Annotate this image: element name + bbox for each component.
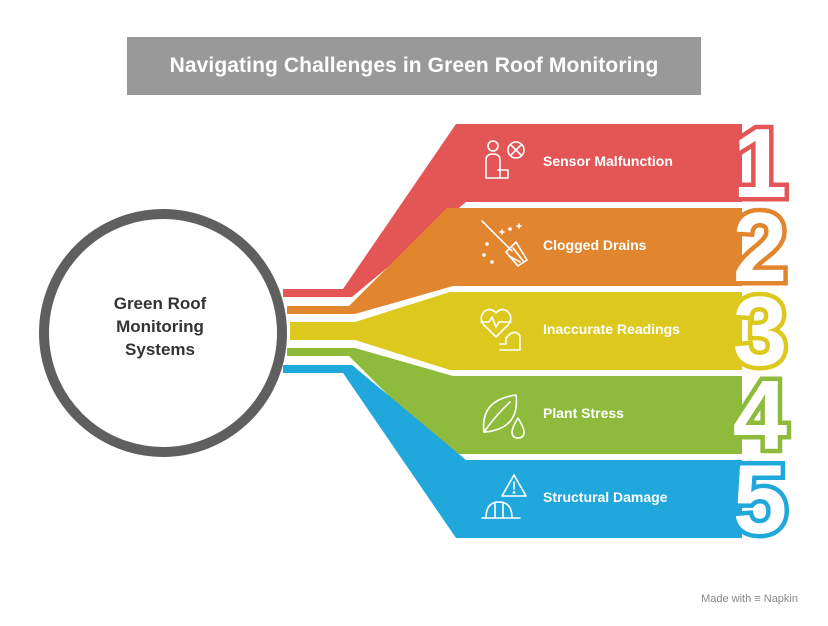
napkin-logo-icon: ≡	[754, 593, 761, 605]
heart-pulse-arm-icon	[480, 308, 521, 351]
person-sensor-x-icon	[485, 140, 525, 179]
item-label-3: Inaccurate Readings	[543, 321, 680, 337]
number-5: 5	[733, 444, 788, 554]
number-1: 1	[733, 108, 788, 218]
footer-credit: Made with ≡ Napkin	[701, 593, 798, 605]
page-title: Navigating Challenges in Green Roof Moni…	[169, 54, 659, 77]
band-3: 3	[290, 272, 792, 391]
leaf-water-drop-icon	[482, 394, 525, 439]
broom-sparkle-icon	[481, 220, 528, 267]
center-line-2: Monitoring	[116, 317, 204, 336]
center-circle	[39, 209, 287, 457]
band-1: 1	[283, 104, 792, 297]
item-label-1: Sensor Malfunction	[543, 153, 673, 169]
footer-prefix: Made with	[701, 593, 752, 605]
warning-construction-icon	[481, 474, 527, 519]
item-label-5: Structural Damage	[543, 489, 668, 505]
band-4: 4	[287, 348, 792, 475]
title-banner: Navigating Challenges in Green Roof Moni…	[127, 37, 701, 95]
center-label: Green Roof Monitoring Systems	[60, 292, 260, 361]
number-4: 4	[733, 360, 788, 470]
footer-brand: Napkin	[763, 593, 798, 605]
band-5: 5	[283, 365, 792, 559]
number-3: 3	[733, 276, 788, 386]
number-2: 2	[733, 192, 788, 302]
center-line-3: Systems	[125, 340, 195, 359]
item-label-2: Clogged Drains	[543, 237, 647, 253]
center-line-1: Green Roof	[113, 294, 207, 313]
item-label-4: Plant Stress	[543, 405, 624, 421]
